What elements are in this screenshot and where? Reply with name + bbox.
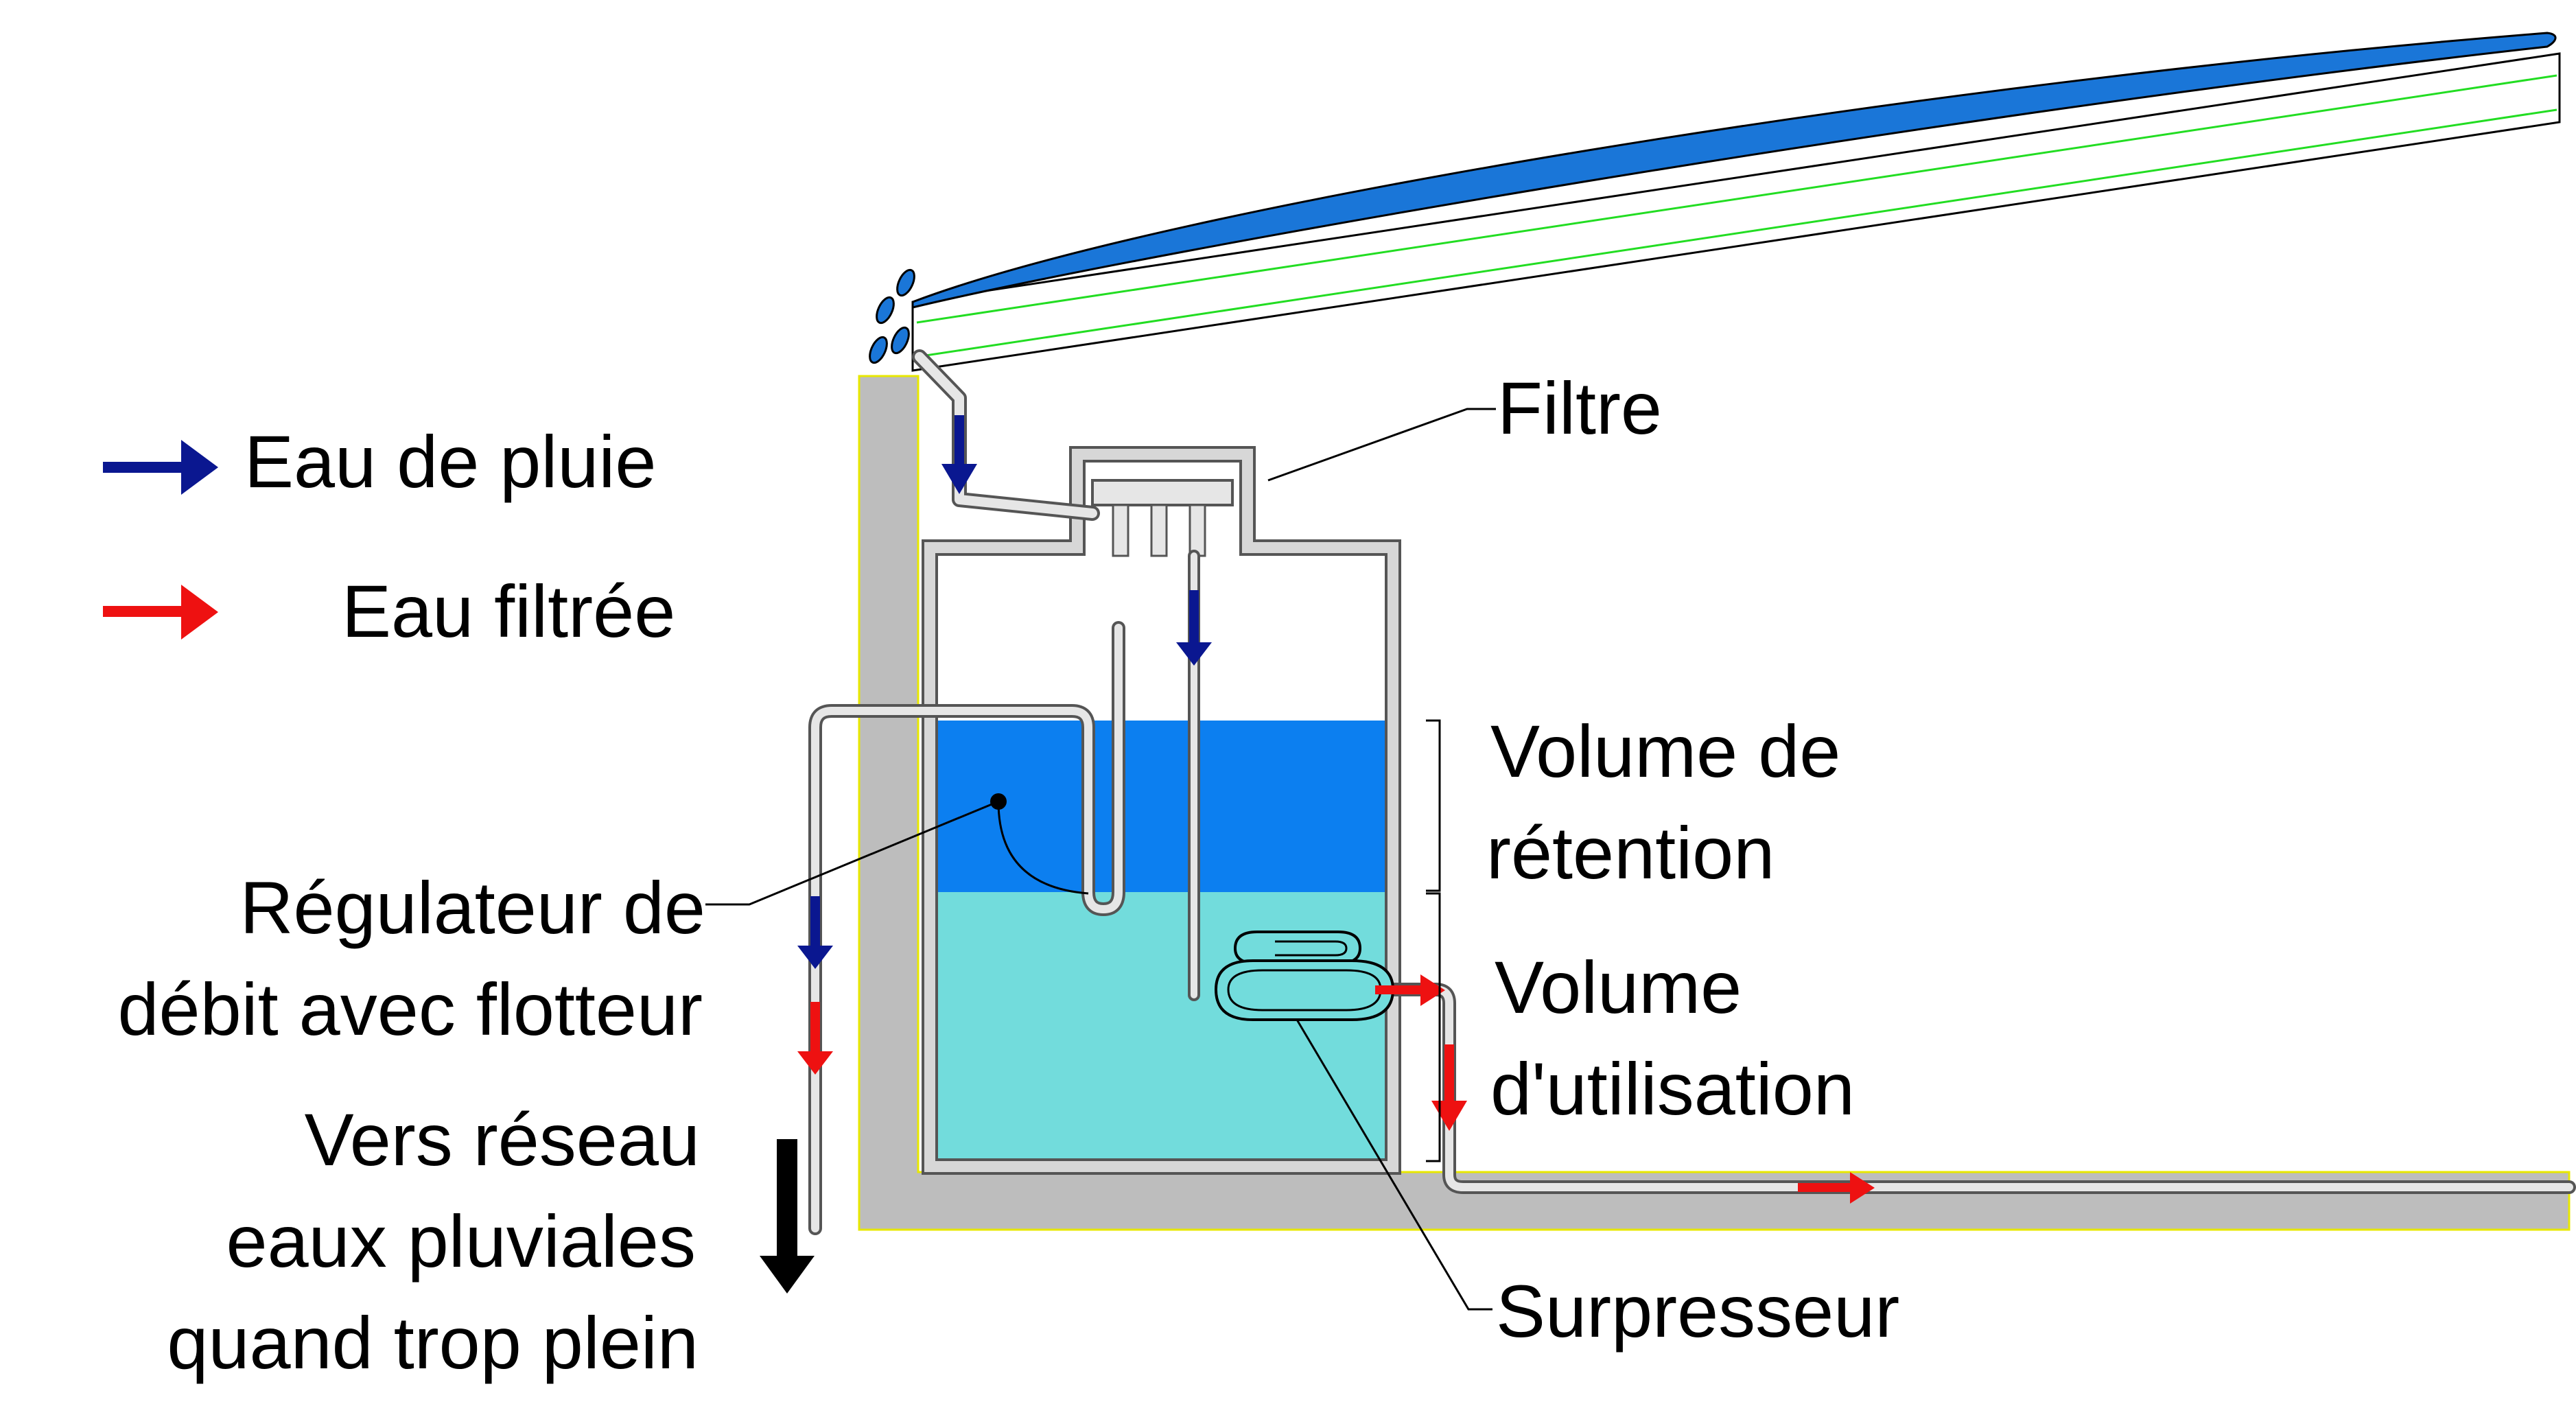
regulator-float <box>990 793 1007 810</box>
label-regulateur-2: débit avec flotteur <box>117 968 703 1051</box>
filtered-arrow-network <box>1798 1172 1875 1204</box>
overflow-arrow <box>760 1139 815 1294</box>
legend-rain-label: Eau de pluie <box>244 420 657 503</box>
roof <box>911 32 2561 372</box>
label-filtre: Filtre <box>1497 366 1662 449</box>
label-retention-1: Volume de <box>1490 710 1840 793</box>
filtered-arrow-pump-outlet <box>1375 974 1445 1006</box>
rain-arrow-tank <box>1176 590 1212 666</box>
filtered-arrow-down <box>1431 1044 1467 1131</box>
water-droplets <box>869 268 915 364</box>
label-utilisation-1: Volume <box>1495 946 1742 1029</box>
pump <box>1214 931 1395 1021</box>
label-retention-2: rétention <box>1486 811 1775 894</box>
legend-filtered-label: Eau filtrée <box>342 570 675 653</box>
leader-lines <box>705 408 1496 1311</box>
labels: Filtre Volume de rétention Volume d'util… <box>117 366 1899 1384</box>
flow-arrows <box>760 415 1875 1294</box>
retention-water <box>938 721 1385 892</box>
legend-rain-arrow <box>103 440 218 495</box>
rain-arrow-overflow <box>797 896 833 969</box>
legend-filtered-arrow <box>103 585 218 640</box>
legend: Eau de pluie Eau filtrée <box>103 420 675 653</box>
filtered-arrow-overflow <box>797 1002 833 1075</box>
label-regulateur-1: Régulateur de <box>240 866 705 949</box>
roof-water <box>911 32 2557 309</box>
rain-arrow-downpipe <box>941 415 977 494</box>
label-overflow-2: eaux pluviales <box>226 1200 696 1283</box>
label-overflow-3: quand trop plein <box>167 1301 699 1384</box>
label-overflow-1: Vers réseau <box>305 1098 700 1181</box>
label-surpresseur: Surpresseur <box>1496 1270 1899 1353</box>
filter <box>1091 479 1234 557</box>
ground-wall <box>858 375 2571 1231</box>
label-utilisation-2: d'utilisation <box>1490 1047 1855 1130</box>
